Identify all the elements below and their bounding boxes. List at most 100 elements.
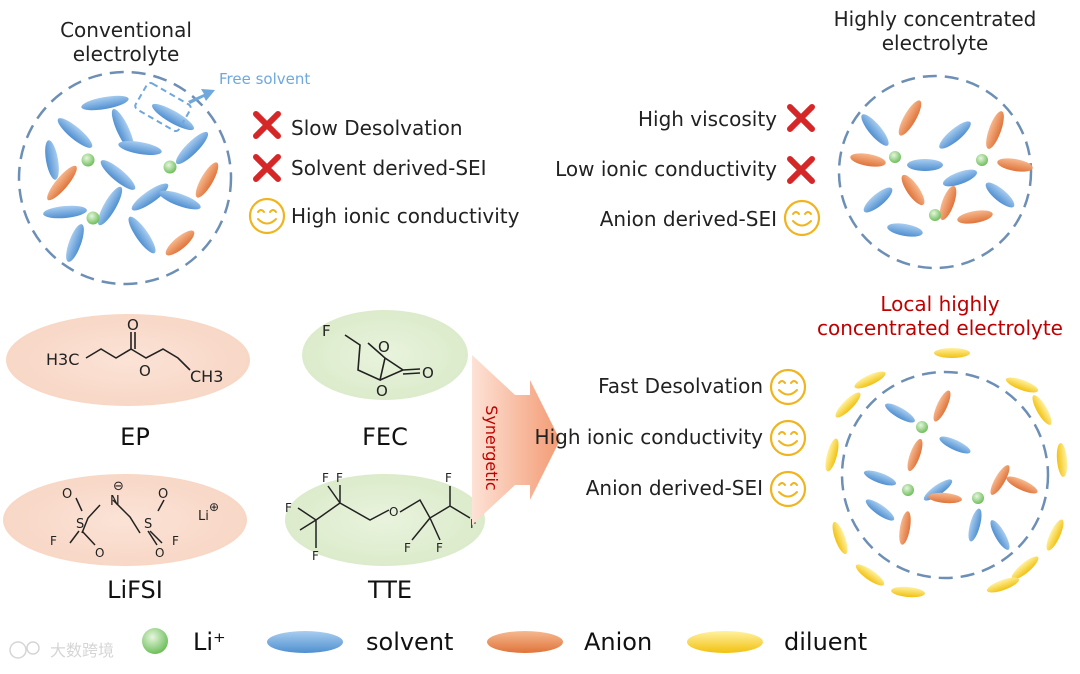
free-solvent-callout: Free solvent (134, 70, 310, 133)
synergetic-label: Synergetic (482, 405, 501, 490)
tte-f-label: F (312, 549, 319, 563)
solvent-molecule (66, 224, 84, 262)
li-ion (976, 154, 988, 166)
solvent-molecule (939, 436, 971, 454)
diluent-molecule (825, 438, 839, 472)
diluent-molecule (891, 586, 925, 598)
property-fast-desolvation: Fast Desolvation (598, 374, 763, 398)
lhce-title-line2: concentrated electrolyte (817, 316, 1063, 340)
fec-f-label: F (322, 322, 331, 340)
solvent-molecule (118, 140, 162, 156)
anion-molecule (1006, 476, 1038, 494)
smile-icon (769, 368, 807, 406)
ep-h3c-label: H3C (46, 350, 79, 369)
solvent-molecule (861, 114, 889, 146)
legend: Li⁺ solvent Anion diluent (142, 628, 867, 656)
lifsi-o-label: O (62, 487, 72, 502)
solvent-molecule (81, 95, 129, 111)
anion-molecule (997, 158, 1033, 172)
fec-o2-label: O (376, 382, 388, 400)
legend-diluent-label: diluent (784, 628, 867, 656)
conventional-title-line1: Conventional (60, 18, 192, 42)
solvent-molecule (159, 190, 201, 210)
tte-f-label: F (404, 541, 411, 555)
anion-molecule (939, 185, 957, 221)
solvent-molecule (100, 160, 136, 190)
ep-carbonyl-o: O (127, 316, 139, 334)
lhce-title-line1: Local highly (880, 292, 999, 316)
property-low-ionic-conductivity: Low ionic conductivity (555, 157, 777, 181)
cross-icon (253, 111, 281, 139)
watermark-logo-icon (9, 641, 27, 659)
conventional-electrolyte-circle (17, 70, 233, 286)
legend-anion-swatch (487, 631, 563, 653)
solvent-molecule (863, 187, 893, 213)
conventional-title-line2: electrolyte (73, 42, 180, 66)
ep-name: EP (120, 423, 150, 451)
synergetic-arrow: Synergetic (472, 355, 560, 525)
li-ion (86, 211, 100, 225)
tte-f-label: F (285, 501, 292, 515)
cross-icon (787, 156, 815, 184)
solvent-molecule (865, 499, 895, 521)
property-solvent-derived-sei: Solvent derived-SEI (291, 156, 487, 180)
fec-o3-label: O (422, 364, 434, 382)
lifsi-name: LiFSI (107, 576, 163, 604)
tte-f-label: F (470, 517, 477, 531)
lifsi-o-label: O (155, 546, 164, 560)
property-anion-derived-sei: Anion derived-SEI (600, 207, 777, 231)
solvent-molecule (863, 470, 897, 486)
smile-icon (769, 419, 807, 457)
anion-molecule (898, 100, 922, 136)
conventional-properties: Slow Desolvation Solvent derived-SEI Hig… (248, 111, 520, 235)
fec-name: FEC (362, 423, 408, 451)
lifsi-f-label: F (50, 534, 57, 548)
fec-o1-label: O (378, 338, 390, 356)
solvent-molecule (175, 131, 209, 165)
smile-icon (769, 470, 807, 508)
free-solvent-box (134, 81, 192, 133)
cross-icon (787, 104, 815, 132)
hce-particles (850, 100, 1033, 237)
smile-icon (783, 199, 821, 237)
conventional-particles (43, 95, 219, 262)
molecule-tte: O F F F F F F F F TTE (285, 471, 485, 604)
diluent-molecule (1011, 556, 1039, 580)
legend-solvent-swatch (267, 631, 343, 653)
molecule-lifsi: O O N ⊖ S S F F O O Li ⊕ LiFSI (3, 474, 247, 604)
diluent-molecule (1056, 443, 1068, 477)
solvent-molecule (968, 508, 982, 542)
solvent-molecule (111, 109, 135, 151)
tte-f-label: F (445, 471, 452, 485)
solvent-molecule (128, 216, 156, 254)
free-solvent-arrow-icon (188, 89, 215, 104)
ep-ch3-label: CH3 (190, 367, 223, 386)
diluent-molecule (1005, 377, 1039, 393)
solvent-molecule (885, 403, 915, 423)
legend-diluent-swatch (687, 631, 763, 653)
lhce-particles (825, 348, 1068, 598)
solvent-molecule (887, 223, 923, 237)
li-ion (889, 151, 901, 163)
solvent-molecule (45, 140, 59, 180)
solvent-molecule (939, 121, 971, 149)
li-ion (972, 492, 984, 504)
lifsi-s2-label: S (144, 517, 152, 532)
smile-icon (248, 197, 286, 235)
anion-molecule (933, 390, 951, 422)
solvent-molecule (97, 186, 123, 226)
hce-properties: High viscosity Low ionic conductivity An… (555, 104, 821, 237)
diluent-molecule (855, 564, 885, 586)
lhce-properties: Fast Desolvation High ionic conductivity… (535, 368, 807, 508)
anion-molecule (901, 174, 925, 206)
solvent-molecule (131, 183, 169, 211)
ep-background (6, 314, 250, 406)
solvent-molecule (990, 520, 1010, 550)
property-high-ionic-conductivity-lhce: High ionic conductivity (535, 425, 764, 449)
cross-icon (253, 154, 281, 182)
li-ion (81, 153, 95, 167)
legend-anion-label: Anion (584, 628, 652, 656)
fec-background (302, 310, 468, 400)
anion-molecule (47, 165, 77, 201)
